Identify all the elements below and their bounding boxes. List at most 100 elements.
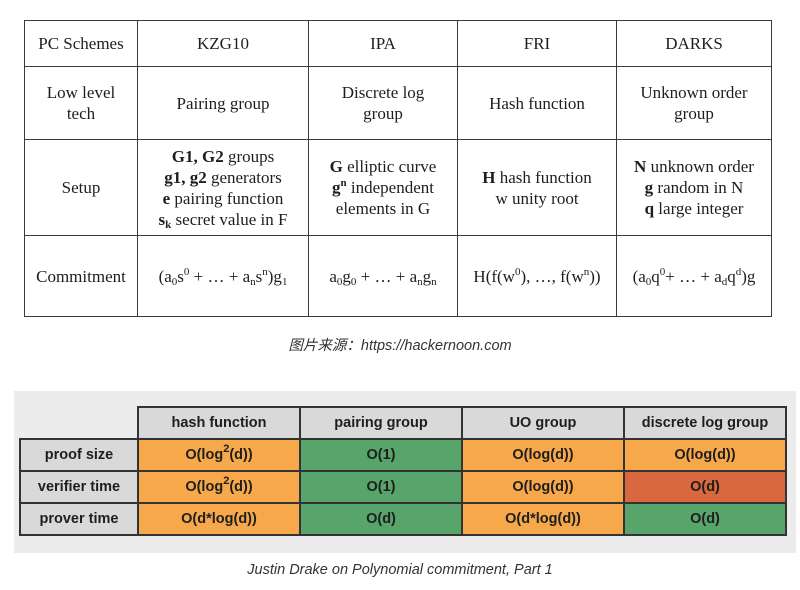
setup-line: G elliptic curve (313, 156, 453, 177)
formula-text: + … + a (189, 266, 251, 286)
setup-text: generators (206, 167, 282, 187)
setup-line: gn independent (313, 177, 453, 198)
formula-superscript: 0 (659, 265, 666, 278)
setup-line: e pairing function (142, 188, 304, 209)
complexity-value-tail: (d)) (229, 479, 253, 495)
complexity-cell: O(1) (299, 470, 463, 504)
formula-text: H(f(w (473, 266, 515, 286)
complexity-cell: O(log(d)) (461, 438, 625, 472)
complexity-value: O(1) (366, 479, 396, 495)
setup-symbol: g1, g2 (164, 167, 207, 187)
setup-line: G1, G2 groups (142, 146, 304, 167)
col-header-discrete-log-group: discrete log group (623, 406, 787, 440)
formula-subscript: 0 (171, 275, 178, 288)
setup-superscript: n (340, 177, 347, 189)
formula-text: g (342, 266, 351, 286)
row-label: verifier time (19, 470, 139, 504)
setup-text: random in N (653, 178, 744, 197)
complexity-value: O(log(d)) (512, 447, 574, 463)
formula-text: )g (741, 266, 756, 286)
setup-symbol: G (329, 157, 343, 176)
complexity-comparison-table: hash function pairing group UO group dis… (19, 406, 787, 536)
formula-text: a (329, 266, 337, 286)
label-line: Low level (46, 83, 116, 102)
row-label: proof size (19, 438, 139, 472)
complexity-exponent: 2 (223, 443, 230, 455)
ipa-low-level: Discrete log group (308, 66, 458, 140)
setup-text: w unity root (495, 188, 579, 208)
low-level-tech-label: Low level tech (24, 66, 138, 140)
formula-subscript: 0 (645, 275, 652, 288)
complexity-cell: O(log2(d)) (137, 470, 301, 504)
pc-schemes-table: PC Schemes KZG10 IPA FRI DARKS Low level… (24, 20, 772, 317)
setup-line: g random in N (621, 177, 767, 198)
setup-symbol: s (158, 209, 166, 229)
attribution-caption: Justin Drake on Polynomial commitment, P… (247, 562, 553, 578)
complexity-value: O(log (185, 447, 224, 463)
darks-low-level: Unknown order group (616, 66, 772, 140)
complexity-value: O(d) (690, 511, 720, 527)
formula-text: q (651, 266, 660, 286)
header-darks: DARKS (616, 20, 772, 67)
setup-line: N unknown order (621, 156, 767, 177)
kzg-low-level: Pairing group (137, 66, 309, 140)
cell-line: Discrete log (341, 83, 425, 102)
setup-text: unknown order (646, 157, 754, 176)
complexity-cell: O(d) (623, 502, 787, 536)
setup-symbol: q (644, 199, 655, 218)
setup-symbol: g (644, 178, 654, 197)
complexity-cell: O(log(d)) (461, 470, 625, 504)
setup-text: secret value in F (171, 209, 288, 229)
formula-subscript: 1 (281, 275, 288, 288)
header-fri: FRI (457, 20, 617, 67)
complexity-cell: O(d*log(d)) (137, 502, 301, 536)
setup-line: q large integer (621, 198, 767, 219)
complexity-cell: O(d) (623, 470, 787, 504)
setup-line: elements in G (313, 198, 453, 219)
corner-blank (20, 407, 138, 439)
formula-subscript: n (417, 275, 423, 288)
kzg-commitment: (a0s0 + … + ansn)g1 (137, 235, 309, 317)
formula-text: g (422, 266, 432, 286)
formula-superscript: 0 (183, 265, 190, 278)
complexity-value: O(log (185, 479, 224, 495)
header-kzg10: KZG10 (137, 20, 309, 67)
formula-text: q (727, 266, 736, 286)
formula-text: + … + a (356, 266, 418, 286)
setup-text: hash function (495, 167, 592, 187)
setup-text: elliptic curve (342, 157, 437, 176)
complexity-cell: O(d*log(d)) (461, 502, 625, 536)
complexity-cell: O(log2(d)) (137, 438, 301, 472)
cell-line: group (363, 104, 403, 123)
formula-text: s (255, 266, 263, 286)
header-row: PC Schemes KZG10 IPA FRI DARKS (24, 20, 772, 67)
setup-symbol: e (162, 188, 171, 208)
commitment-row: Commitment (a0s0 + … + ansn)g1 a0g0 + … … (24, 235, 772, 317)
setup-text: large integer (654, 199, 744, 218)
formula-subscript: 0 (350, 275, 357, 288)
formula-text: + … + a (665, 266, 722, 286)
complexity-cell: O(log(d)) (623, 438, 787, 472)
setup-symbol: N (634, 157, 647, 176)
setup-symbol: g (332, 178, 341, 197)
formula-superscript: d (735, 265, 742, 278)
commitment-label: Commitment (24, 235, 138, 317)
setup-line: g1, g2 generators (142, 167, 304, 188)
complexity-cell: O(1) (299, 438, 463, 472)
complexity-value: O(d*log(d)) (181, 511, 257, 527)
cell-line: Unknown order (640, 83, 748, 102)
image-source-caption: 图片来源：https://hackernoon.com (288, 338, 512, 354)
setup-text: independent (346, 178, 434, 197)
setup-text: elements in G (335, 199, 431, 218)
header-pc-schemes: PC Schemes (24, 20, 138, 67)
fri-low-level: Hash function (457, 66, 617, 140)
formula-text: (a (158, 266, 172, 286)
setup-line: sk secret value in F (142, 209, 304, 231)
formula-text: )g (267, 266, 282, 286)
darks-commitment: (a0q0+ … + adqd)g (616, 235, 772, 317)
